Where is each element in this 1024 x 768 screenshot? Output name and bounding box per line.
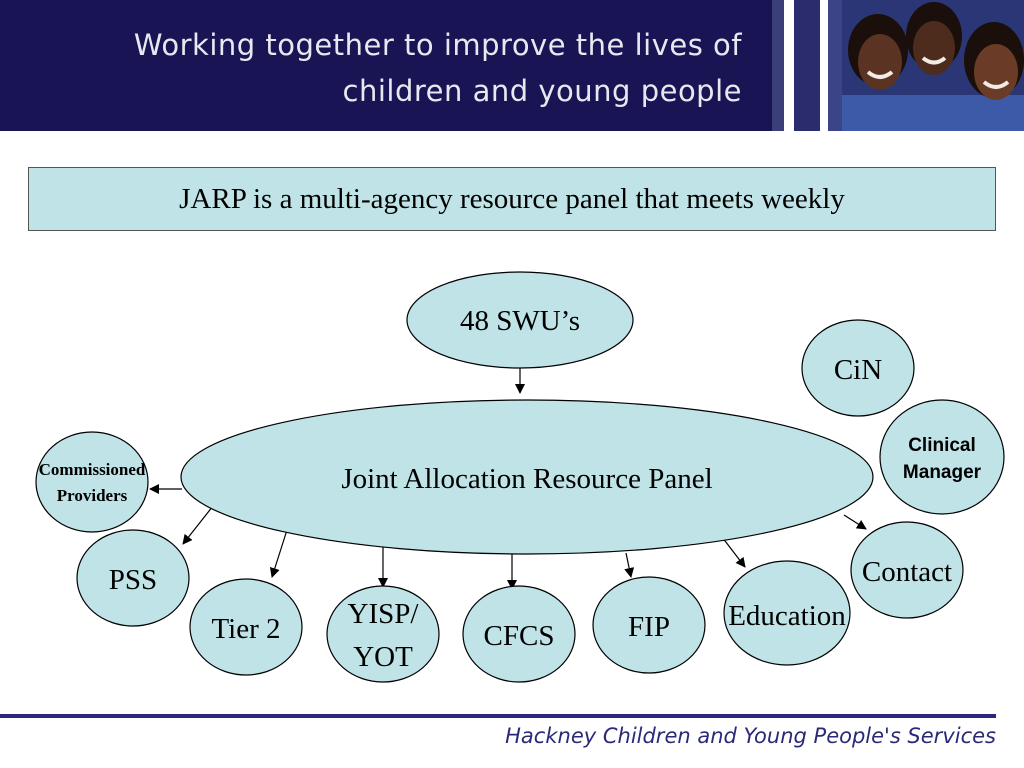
node-cin: CiN — [801, 319, 915, 417]
node-pss: PSS — [76, 529, 190, 627]
header-stripe — [772, 0, 784, 131]
header-stripe — [828, 0, 842, 131]
node-label: Education — [728, 600, 846, 632]
node-label-line1: Clinical — [908, 435, 976, 456]
node-label: Tier 2 — [211, 613, 280, 645]
node-shape — [35, 431, 149, 533]
node-label-line2: Manager — [903, 462, 982, 483]
arrow-panel-to-fip — [624, 552, 635, 578]
node-shape — [801, 319, 915, 417]
arrow-panel-to-education — [721, 536, 746, 568]
node-label-line1: Commissioned — [39, 460, 146, 479]
node-label: CFCS — [484, 620, 555, 652]
header-stripe — [820, 0, 828, 131]
node-label-line1: YISP/ — [348, 598, 420, 630]
footer-divider — [0, 714, 996, 718]
node-joint-allocation-resource-panel: Joint Allocation Resource Panel — [180, 399, 874, 555]
node-cfcs: CFCS — [462, 585, 576, 683]
footer-organisation: Hackney Children and Young People's Serv… — [505, 724, 996, 748]
node-education: Education — [723, 560, 851, 666]
header-title-line1: Working together to improve the lives of — [133, 28, 742, 62]
node-shape — [592, 576, 706, 674]
node-label: Joint Allocation Resource Panel — [341, 463, 712, 495]
node-fip: FIP — [592, 576, 706, 674]
header-stripe — [794, 0, 820, 131]
header-title: Working together to improve the lives of… — [134, 22, 742, 114]
summary-banner: JARP is a multi-agency resource panel th… — [28, 167, 996, 231]
children-photo — [842, 0, 1024, 131]
node-yisp-yot: YISP/ YOT — [326, 585, 440, 683]
arrow-panel-to-pss — [182, 505, 214, 545]
node-shape — [850, 521, 964, 619]
arrow-panel-to-contact — [843, 514, 867, 530]
node-48-swus: 48 SWU’s — [406, 271, 634, 369]
node-commissioned-providers: Commissioned Providers — [35, 431, 149, 533]
node-label: 48 SWU’s — [460, 305, 580, 337]
header-title-line2: children and young people — [342, 74, 742, 108]
node-shape — [189, 578, 303, 676]
node-tier-2: Tier 2 — [189, 578, 303, 676]
node-shape — [723, 560, 851, 666]
node-shape — [76, 529, 190, 627]
node-shape — [180, 399, 874, 555]
node-label: FIP — [628, 611, 670, 643]
node-label-line2: Providers — [57, 486, 128, 505]
node-shape — [406, 271, 634, 369]
node-contact: Contact — [850, 521, 964, 619]
header-bar: Working together to improve the lives of… — [0, 0, 1024, 131]
node-clinical-manager: Clinical Manager — [879, 399, 1005, 515]
node-shape — [326, 585, 440, 683]
node-label-line2: YOT — [353, 641, 413, 673]
header-stripe — [784, 0, 794, 131]
arrow-panel-to-tier2 — [269, 529, 288, 578]
node-shape — [462, 585, 576, 683]
banner-text: JARP is a multi-agency resource panel th… — [179, 182, 845, 215]
node-label: PSS — [109, 564, 157, 596]
node-shape — [879, 399, 1005, 515]
node-label: Contact — [862, 556, 952, 588]
node-label: CiN — [834, 354, 882, 386]
